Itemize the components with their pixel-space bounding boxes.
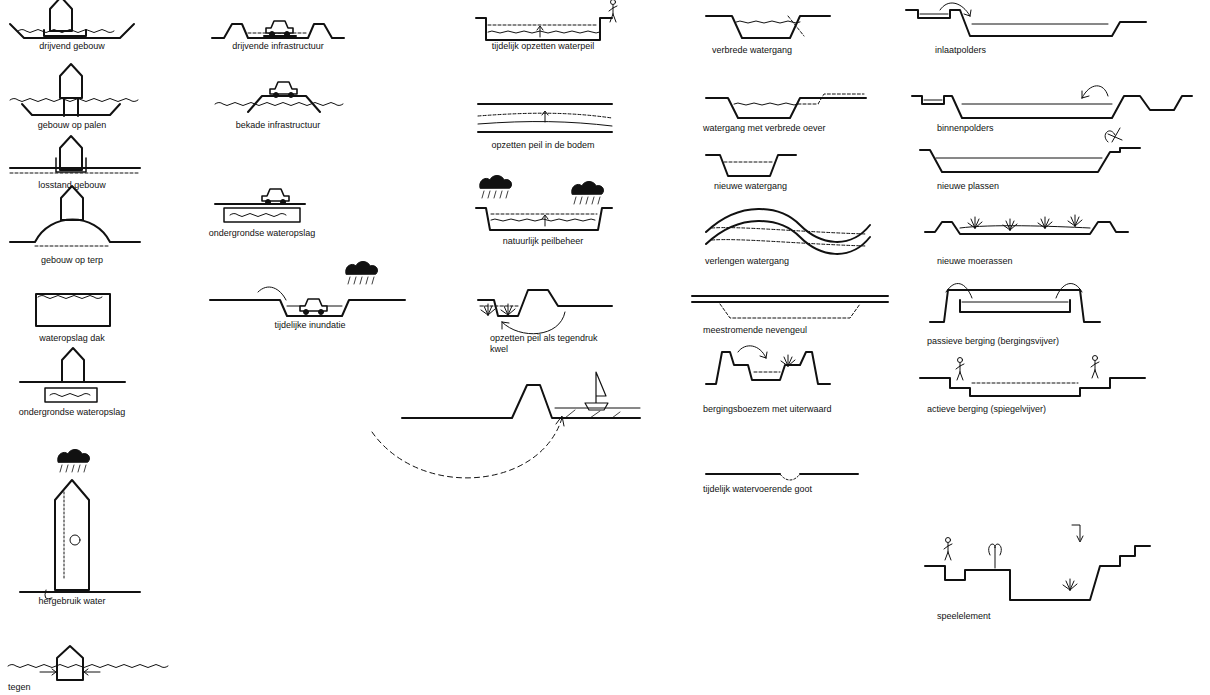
caption-label: opzetten peil als tegendruk kwel xyxy=(490,333,612,355)
caption-label: tijdelijke inundatie xyxy=(230,320,390,331)
caption-label: tijdelijk watervoerende goot xyxy=(703,484,812,495)
caption-label: tijdelijk opzetten waterpeil xyxy=(463,41,623,52)
caption-label: opzetten peil in de bodem xyxy=(463,140,623,151)
caption-label: natuurlijk peilbeheer xyxy=(463,236,623,247)
caption-label: drijvende infrastructuur xyxy=(198,41,358,52)
caption-label: inlaatpolders xyxy=(935,45,986,56)
caption-label: ondergrondse wateropslag xyxy=(0,407,147,418)
caption-label: bekade infrastructuur xyxy=(198,120,358,131)
caption-label: gebouw op palen xyxy=(2,120,142,131)
caption-label: drijvend gebouw xyxy=(2,41,142,52)
caption-label: losstand gebouw xyxy=(2,180,142,191)
caption-label: nieuwe plassen xyxy=(937,181,999,192)
caption-label: verbrede watergang xyxy=(712,45,792,56)
caption-label: passieve berging (bergingsvijver) xyxy=(927,336,1059,347)
caption-label: actieve berging (spiegelvijver) xyxy=(927,404,1046,415)
caption-label: tegen xyxy=(8,682,31,693)
caption-label: binnenpolders xyxy=(937,123,994,134)
caption-label: hergebruik water xyxy=(2,596,142,607)
caption-label: nieuwe moerassen xyxy=(937,256,1013,267)
caption-label: gebouw op terp xyxy=(2,255,142,266)
caption-label: watergang met verbrede oever xyxy=(703,123,826,134)
caption-label: bergingsboezem met uiterwaard xyxy=(703,404,832,415)
caption-label: speelelement xyxy=(937,611,991,622)
caption-label: nieuwe watergang xyxy=(714,181,787,192)
caption-label: ondergrondse wateropslag xyxy=(182,228,342,239)
caption-label: meestromende nevengeul xyxy=(703,325,807,336)
caption-label: verlengen watergang xyxy=(705,256,789,267)
caption-label: wateropslag dak xyxy=(2,333,142,344)
